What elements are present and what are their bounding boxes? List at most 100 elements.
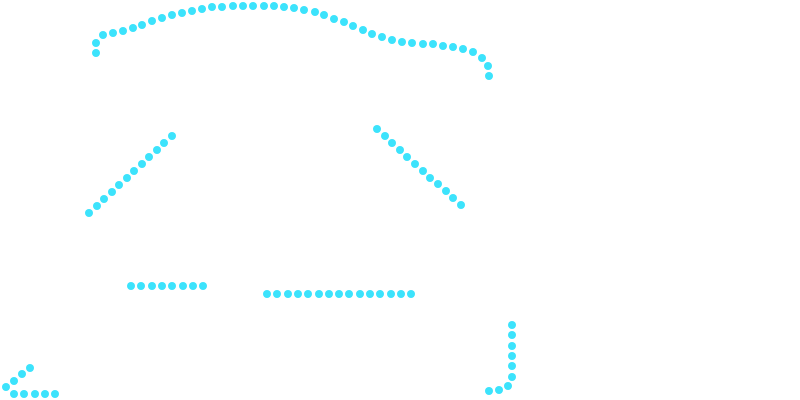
- stroke-dot: [484, 387, 493, 396]
- stroke-dot: [411, 159, 420, 168]
- stroke-dot: [152, 145, 161, 154]
- stroke-dot: [238, 2, 247, 10]
- stroke-dot: [157, 14, 166, 23]
- stroke-dot: [376, 290, 385, 298]
- stroke-dot: [368, 29, 377, 38]
- stroke-dot: [263, 290, 271, 298]
- stroke-dot: [108, 29, 117, 38]
- stroke-dot: [199, 282, 208, 290]
- stroke-dot: [426, 173, 435, 182]
- stroke-dot: [118, 27, 127, 36]
- stroke-dot: [508, 351, 516, 360]
- stroke-dot: [92, 49, 100, 57]
- stroke-dot: [396, 290, 405, 298]
- stroke-dot: [504, 381, 513, 390]
- stroke-dot: [508, 362, 516, 371]
- stroke-dot: [293, 290, 302, 298]
- stroke-dot: [339, 18, 348, 27]
- stroke-dot: [366, 290, 374, 298]
- stroke-dot: [380, 131, 389, 140]
- stroke-dot: [92, 38, 101, 47]
- stroke-dot: [441, 187, 450, 196]
- stroke-dot: [40, 390, 49, 398]
- stroke-dot: [51, 390, 60, 398]
- stroke-dot: [138, 20, 147, 29]
- stroke-dot: [187, 6, 196, 15]
- stroke-dot: [147, 282, 156, 290]
- stroke-dot: [449, 194, 458, 203]
- stroke-dot: [373, 125, 381, 133]
- stroke-dot: [408, 38, 417, 47]
- stroke-dot: [355, 290, 364, 298]
- stroke-dot: [177, 8, 186, 17]
- stroke-dot: [122, 173, 131, 182]
- stroke-dot: [320, 11, 329, 20]
- stroke-dot: [273, 290, 282, 298]
- stroke-dot: [304, 290, 313, 298]
- stroke-dot: [160, 138, 169, 147]
- stroke-dot: [300, 5, 309, 14]
- stroke-dot: [167, 131, 176, 140]
- stroke-dot: [349, 22, 358, 31]
- stroke-dot: [469, 48, 478, 57]
- stroke-dot: [433, 180, 442, 189]
- stroke-dot: [403, 152, 412, 161]
- stroke-dot: [508, 321, 516, 329]
- stroke-dot: [483, 61, 492, 70]
- stroke-dot: [335, 290, 344, 298]
- stroke-dot: [314, 290, 323, 298]
- stroke-dot: [218, 2, 227, 11]
- stroke-dot: [310, 7, 319, 16]
- stroke-dot: [100, 194, 109, 203]
- stroke-dot: [395, 145, 404, 154]
- stroke-dot: [92, 201, 101, 210]
- stroke-dot: [137, 159, 146, 168]
- stroke-dot: [495, 386, 504, 395]
- stroke-dot: [20, 390, 29, 398]
- stroke-dot: [107, 187, 116, 196]
- stroke-dot: [477, 53, 486, 62]
- stroke-dot: [167, 11, 176, 20]
- stroke-dot: [330, 14, 339, 23]
- stroke-dot: [17, 370, 26, 379]
- stroke-dot: [168, 282, 177, 290]
- stroke-dot: [9, 376, 18, 385]
- stroke-dot: [128, 24, 137, 33]
- stroke-dot: [188, 282, 197, 290]
- stroke-dot: [388, 138, 397, 147]
- stroke-dot: [26, 364, 34, 372]
- stroke-dot: [10, 390, 18, 398]
- stroke-dot: [485, 71, 493, 80]
- stroke-dot: [290, 3, 299, 12]
- stroke-dot: [127, 282, 135, 290]
- stroke-dot: [418, 39, 427, 48]
- stroke-dot: [130, 166, 139, 175]
- stroke-dot: [115, 180, 124, 189]
- stroke-dot: [269, 2, 278, 11]
- stroke-dot: [508, 341, 516, 350]
- stroke-dot: [30, 390, 39, 398]
- stroke-dot: [280, 2, 289, 11]
- stroke-dot: [449, 42, 458, 51]
- stroke-dot: [439, 41, 448, 50]
- stroke-dot: [386, 290, 395, 298]
- stroke-dot: [508, 331, 516, 340]
- stroke-dot: [259, 2, 268, 11]
- stroke-dot: [197, 4, 206, 13]
- stroke-dot: [148, 17, 157, 26]
- stroke-dot: [377, 33, 386, 42]
- stroke-dot: [398, 38, 406, 47]
- stroke-dot: [1, 383, 10, 392]
- stroke-dot: [85, 209, 93, 217]
- stroke-dot: [387, 35, 396, 44]
- stroke-dot: [137, 282, 146, 290]
- stroke-dot: [145, 152, 154, 161]
- stroke-dot: [98, 30, 107, 39]
- stroke-dot: [157, 282, 166, 290]
- stroke-dot: [283, 290, 292, 298]
- stroke-dot: [428, 40, 437, 49]
- stroke-dot: [407, 290, 416, 298]
- stroke-dot: [459, 45, 468, 54]
- stroke-dot: [418, 166, 427, 175]
